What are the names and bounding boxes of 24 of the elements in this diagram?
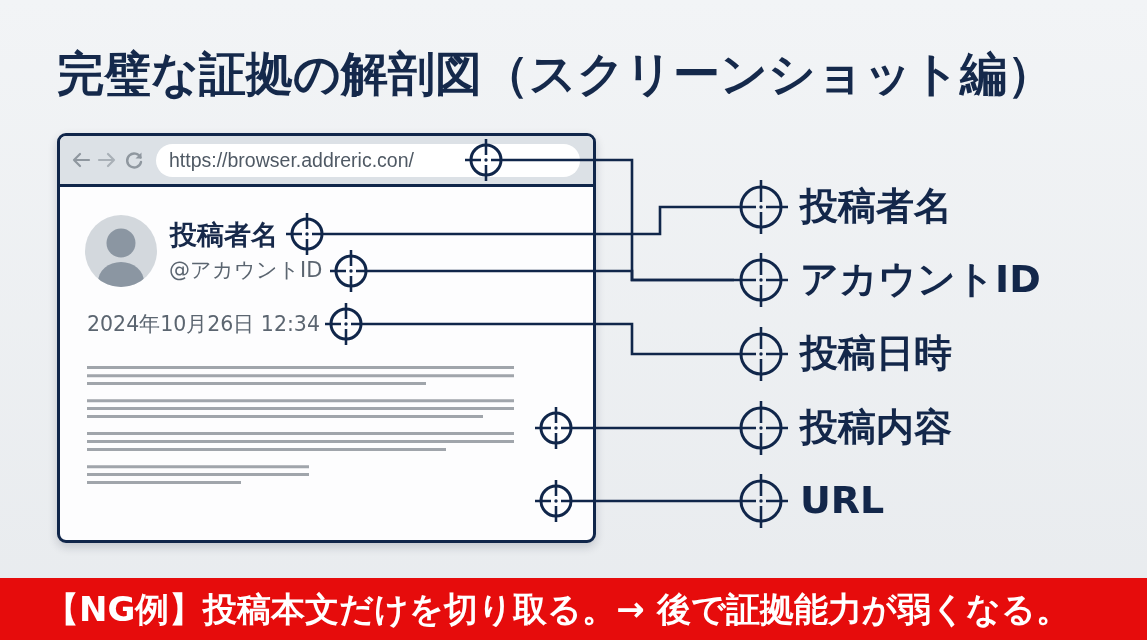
address-bar: https://browser.addreric.con/ [156, 144, 580, 177]
crosshair-icon [465, 139, 507, 181]
leader-line [577, 426, 734, 430]
leader-line [577, 499, 734, 503]
callout-label: 投稿日時 [800, 332, 952, 376]
leader-line [328, 205, 734, 236]
callout-label: 投稿者名 [800, 185, 952, 229]
poster-name: 投稿者名 [170, 218, 278, 252]
crosshair-icon [286, 213, 328, 255]
crosshair-icon [535, 407, 577, 449]
browser-window [57, 133, 596, 543]
callout-label: URL [800, 479, 885, 523]
leader-line [372, 269, 734, 282]
warning-banner [0, 578, 1147, 640]
post-timestamp: 2024年10月26日 12:34 [87, 311, 320, 337]
crosshair-icon [330, 250, 372, 292]
account-id: @アカウントID [169, 258, 323, 284]
crosshair-icon [535, 480, 577, 522]
callout-label: 投稿内容 [800, 406, 952, 450]
callout-label: アカウントID [800, 258, 1041, 302]
leader-line [367, 322, 734, 356]
title: 完璧な証拠の解剖図（スクリーンショット編） [57, 46, 1054, 103]
banner-text: 【NG例】投稿本文だけを切り取る。→ 後で証拠能力が弱くなる。 [45, 588, 1070, 630]
crosshair-icon [325, 303, 367, 345]
